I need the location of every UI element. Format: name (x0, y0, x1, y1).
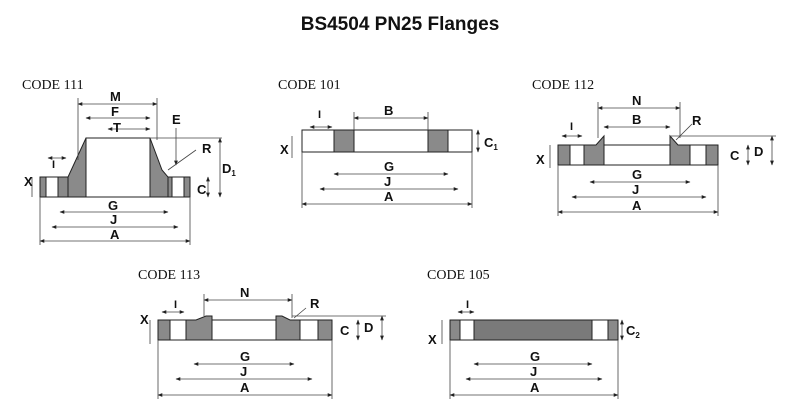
code-112-dim-g: G (632, 167, 642, 182)
code-105-dim-j: J (530, 364, 537, 379)
code-112-dim-n: N (632, 93, 641, 108)
code-113-section-right (275, 315, 301, 341)
code-112-dim-x: X (536, 152, 545, 167)
code-112-diagram: CODE 112 N B R I X C D G J A (532, 78, 776, 216)
code-111-dim-m: M (110, 89, 121, 104)
code-113-dim-j: J (240, 364, 247, 379)
code-111-dim-r: R (202, 141, 212, 156)
code-111-dim-i: I (52, 159, 55, 171)
code-113-diagram: CODE 113 N R I X C D G J A (138, 268, 386, 399)
code-101-dim-c1: C1 (484, 135, 498, 152)
code-113-dim-n: N (240, 285, 249, 300)
code-113-dim-r: R (310, 296, 320, 311)
code-112-section-left (583, 134, 605, 166)
code-105-dim-x: X (428, 332, 437, 347)
code-101-label: CODE 101 (278, 78, 341, 93)
code-113-dim-i: I (174, 299, 177, 311)
code-105-dim-i: I (466, 299, 469, 311)
code-101-dim-g: G (384, 159, 394, 174)
code-105-diagram: CODE 105 I X C2 G J A (427, 268, 640, 399)
code-112-label: CODE 112 (532, 78, 594, 93)
code-105-bolt-left (449, 319, 461, 341)
code-113-dim-c: C (340, 323, 350, 338)
page-title: BS4504 PN25 Flanges (300, 14, 500, 35)
code-112-section-right (669, 134, 691, 166)
code-111-label: CODE 111 (22, 78, 84, 93)
code-111-dim-f: F (111, 104, 119, 119)
code-105-dim-a: A (530, 380, 540, 395)
code-113-dim-g: G (240, 349, 250, 364)
code-113-bolt-right (317, 319, 333, 341)
code-101-dim-b: B (384, 103, 393, 118)
code-101-section-right (427, 129, 449, 153)
code-113-label: CODE 113 (138, 268, 200, 283)
code-113-section-left (185, 315, 213, 341)
code-112-flange-plate (557, 144, 719, 166)
code-112-dim-a: A (632, 198, 642, 213)
code-111-dim-d1: D1 (222, 161, 236, 178)
code-101-dim-a: A (384, 189, 394, 204)
code-105-dim-g: G (530, 349, 540, 364)
code-111-bore (85, 137, 151, 198)
code-101-diagram: CODE 101 B I X C1 G J A (278, 78, 498, 208)
code-111-dim-t: T (113, 120, 121, 135)
code-101-dim-i: I (318, 109, 321, 121)
code-105-blind-body (473, 319, 593, 341)
code-112-bolt-left (557, 144, 571, 166)
code-112-dim-j: J (632, 182, 639, 197)
code-111-bolt-hole-left (45, 176, 59, 198)
code-113-dim-d: D (364, 320, 373, 335)
code-112-dim-b: B (632, 112, 641, 127)
code-105-label: CODE 105 (427, 268, 490, 283)
code-113-flange-plate (157, 319, 333, 341)
code-111-dim-j: J (110, 212, 117, 227)
code-113-dim-a: A (240, 380, 250, 395)
code-101-dim-x: X (280, 142, 289, 157)
code-113-dim-x: X (140, 312, 149, 327)
code-111-diagram: CODE 111 M F T E R I X C D1 (22, 78, 236, 245)
code-112-dim-d: D (754, 144, 763, 159)
code-112-dim-r: R (692, 113, 702, 128)
code-112-bolt-right (705, 144, 719, 166)
code-111-dim-x: X (24, 174, 33, 189)
code-112-dim-c: C (730, 148, 740, 163)
code-105-bolt-right (607, 319, 619, 341)
code-105-dim-c2: C2 (626, 323, 640, 340)
code-113-bolt-left (157, 319, 171, 341)
code-101-dim-j: J (384, 174, 391, 189)
code-111-dim-e: E (172, 112, 181, 127)
code-111-dim-c: C (197, 182, 207, 197)
code-112-dim-i: I (570, 121, 573, 133)
code-111-bolt-hole-right (171, 176, 185, 198)
code-111-dim-a: A (110, 227, 120, 242)
code-101-section-left (333, 129, 355, 153)
code-111-dim-g: G (108, 198, 118, 213)
